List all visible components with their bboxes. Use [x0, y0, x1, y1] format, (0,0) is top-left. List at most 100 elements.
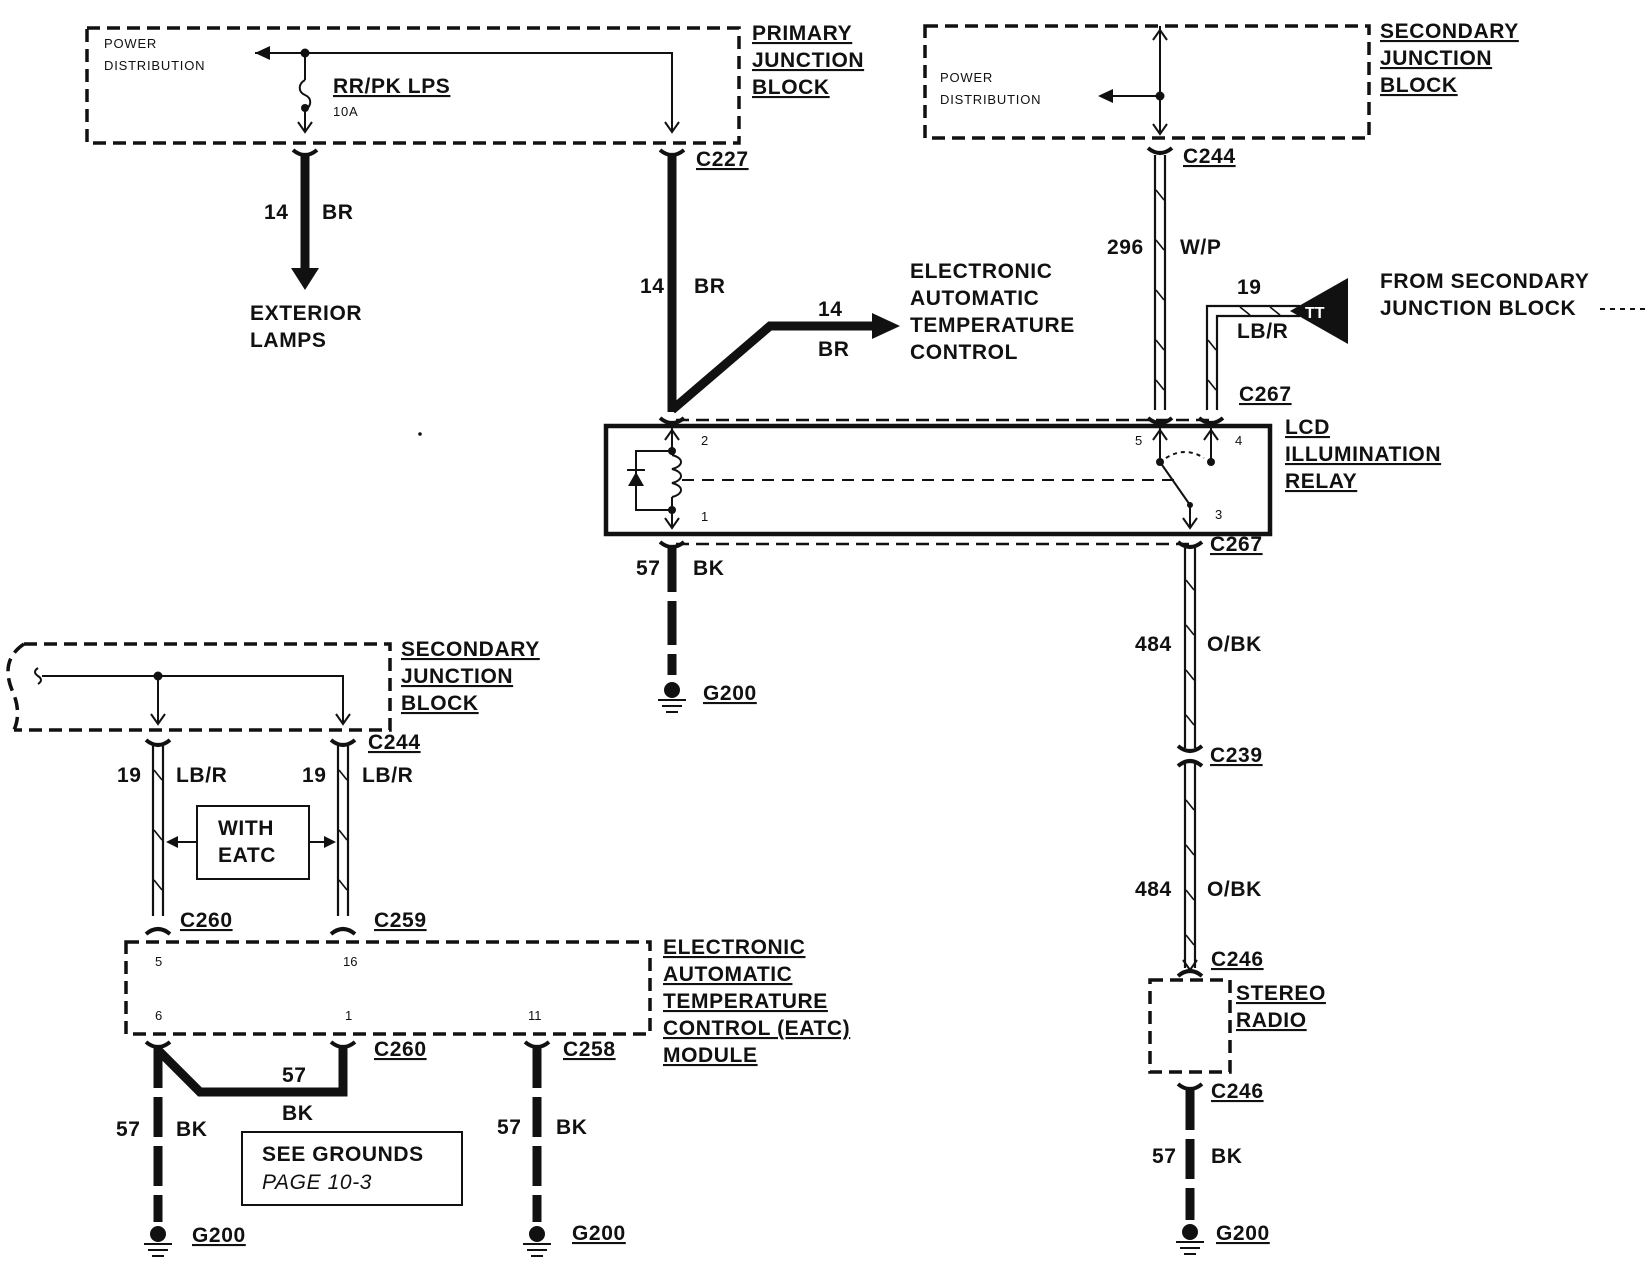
eatc-ground-wires: C260 C258 57 BK 57 BK G200 57 BK G200	[116, 1038, 626, 1257]
svg-text:BK: BK	[556, 1116, 588, 1139]
svg-text:BR: BR	[818, 338, 850, 361]
connector-c227: C227	[696, 148, 749, 171]
connector-c244-top: C244	[1183, 145, 1236, 168]
svg-text:LB/R: LB/R	[1237, 320, 1288, 343]
lcd-illumination-relay: C267 2 1 5 4 3	[603, 383, 1292, 537]
svg-text:57: 57	[1152, 1145, 1177, 1168]
svg-text:PRIMARY: PRIMARY	[752, 22, 852, 45]
connector-c260-bottom: C260	[374, 1038, 427, 1061]
secondary-junction-block-left-title: SECONDARY JUNCTION BLOCK	[401, 638, 539, 715]
svg-text:POWER: POWER	[940, 70, 993, 85]
svg-text:SECONDARY: SECONDARY	[1380, 20, 1519, 43]
o-bk-wire: C267 484 O/BK C239 484 O/BK	[1135, 533, 1263, 972]
svg-text:2: 2	[701, 433, 708, 448]
svg-text:14: 14	[264, 201, 289, 224]
connector-c258: C258	[563, 1038, 616, 1061]
svg-text:BR: BR	[694, 275, 726, 298]
svg-text:5: 5	[155, 954, 162, 969]
connector-c246-top: C246	[1211, 948, 1264, 971]
ground-g200-eatc-right: G200	[572, 1222, 626, 1245]
svg-text:19: 19	[117, 764, 142, 787]
svg-text:BLOCK: BLOCK	[1380, 74, 1458, 97]
svg-text:LB/R: LB/R	[362, 764, 413, 787]
svg-text:1: 1	[345, 1008, 352, 1023]
svg-text:JUNCTION: JUNCTION	[1380, 47, 1492, 70]
secondary-junction-block-top-title: SECONDARY JUNCTION BLOCK	[1380, 20, 1519, 97]
svg-text:W/P: W/P	[1180, 236, 1221, 259]
secondary-junction-block-left	[6, 642, 392, 732]
connector-c244-left: C244	[368, 731, 421, 754]
w-p-wire: C244 296 W/P	[1107, 145, 1236, 410]
svg-text:EATC: EATC	[218, 844, 276, 867]
svg-text:57: 57	[497, 1116, 522, 1139]
fuse-name: RR/PK LPS	[333, 75, 450, 98]
lcd-illumination-relay-title: LCD ILLUMINATION RELAY	[1285, 416, 1441, 493]
svg-text:ELECTRONIC: ELECTRONIC	[663, 936, 806, 959]
svg-text:LAMPS: LAMPS	[250, 329, 327, 352]
svg-text:CONTROL (EATC): CONTROL (EATC)	[663, 1017, 850, 1040]
main-br-wire: C227 14 BR 14 BR ELECTRONIC AUTOMATIC TE…	[640, 148, 1075, 414]
svg-text:484: 484	[1135, 878, 1172, 901]
svg-text:4: 4	[1235, 433, 1242, 448]
connector-c260-top: C260	[180, 909, 233, 932]
svg-text:57: 57	[282, 1064, 307, 1087]
left-lbr-wires: C244 19 LB/R 19 LB/R WITH EATC C260 C259	[117, 731, 427, 936]
svg-text:14: 14	[818, 298, 843, 321]
svg-text:STEREO: STEREO	[1236, 982, 1326, 1005]
connector-c246-bottom: C246	[1211, 1080, 1264, 1103]
connector-c259: C259	[374, 909, 427, 932]
svg-text:RELAY: RELAY	[1285, 470, 1357, 493]
svg-text:BLOCK: BLOCK	[401, 692, 479, 715]
svg-text:DISTRIBUTION: DISTRIBUTION	[940, 92, 1041, 107]
primary-junction-block: POWER DISTRIBUTION RR/PK LPS 10A	[85, 26, 741, 145]
stray-dot	[418, 432, 422, 436]
eatc-destination-label: ELECTRONIC	[910, 260, 1053, 283]
svg-text:TEMPERATURE: TEMPERATURE	[663, 990, 828, 1013]
svg-text:BR: BR	[322, 201, 354, 224]
svg-text:57: 57	[116, 1118, 141, 1141]
svg-text:16: 16	[343, 954, 357, 969]
svg-text:AUTOMATIC: AUTOMATIC	[910, 287, 1039, 310]
svg-text:ILLUMINATION: ILLUMINATION	[1285, 443, 1441, 466]
svg-text:57: 57	[636, 557, 661, 580]
exterior-lamps-wire: 14 BR EXTERIOR LAMPS	[250, 148, 362, 352]
svg-text:O/BK: O/BK	[1207, 878, 1262, 901]
svg-text:LB/R: LB/R	[176, 764, 227, 787]
primary-junction-block-title: PRIMARY JUNCTION BLOCK	[752, 22, 864, 99]
power-distribution-label-2: DISTRIBUTION	[104, 58, 205, 73]
svg-text:CONTROL: CONTROL	[910, 341, 1018, 364]
svg-text:5: 5	[1135, 433, 1142, 448]
svg-text:11: 11	[528, 1008, 542, 1023]
exterior-lamps-label: EXTERIOR	[250, 302, 362, 325]
svg-text:AUTOMATIC: AUTOMATIC	[663, 963, 792, 986]
svg-text:484: 484	[1135, 633, 1172, 656]
from-secondary-label: FROM SECONDARY	[1380, 270, 1589, 293]
connector-c267-bottom: C267	[1210, 533, 1263, 556]
svg-text:MODULE: MODULE	[663, 1044, 758, 1067]
stereo-radio: C246 STEREO RADIO C246 57 BK G200	[1148, 948, 1326, 1255]
svg-text:TEMPERATURE: TEMPERATURE	[910, 314, 1075, 337]
svg-text:O/BK: O/BK	[1207, 633, 1262, 656]
connector-c239: C239	[1210, 744, 1263, 767]
power-distribution-label-1: POWER	[104, 36, 157, 51]
eatc-module-title: ELECTRONIC AUTOMATIC TEMPERATURE CONTROL…	[663, 936, 850, 1067]
with-eatc-label: WITH	[218, 817, 274, 840]
connector-c267-top: C267	[1239, 383, 1292, 406]
svg-text:19: 19	[1237, 276, 1262, 299]
svg-text:PAGE 10-3: PAGE 10-3	[262, 1171, 372, 1194]
lbr-feed-wire: TT 19 LB/R FROM SECONDARY JUNCTION BLOCK	[1205, 270, 1645, 410]
svg-text:296: 296	[1107, 236, 1144, 259]
svg-text:19: 19	[302, 764, 327, 787]
svg-text:BK: BK	[693, 557, 725, 580]
svg-text:BK: BK	[282, 1102, 314, 1125]
svg-text:JUNCTION: JUNCTION	[752, 49, 864, 72]
svg-text:BK: BK	[176, 1118, 208, 1141]
see-grounds-note: SEE GROUNDS PAGE 10-3	[241, 1131, 463, 1206]
ground-g200-eatc-left: G200	[192, 1224, 246, 1247]
svg-text:RADIO: RADIO	[1236, 1009, 1307, 1032]
svg-text:14: 14	[640, 275, 665, 298]
svg-text:6: 6	[155, 1008, 162, 1023]
ground-g200-radio: G200	[1216, 1222, 1270, 1245]
svg-text:BLOCK: BLOCK	[752, 76, 830, 99]
